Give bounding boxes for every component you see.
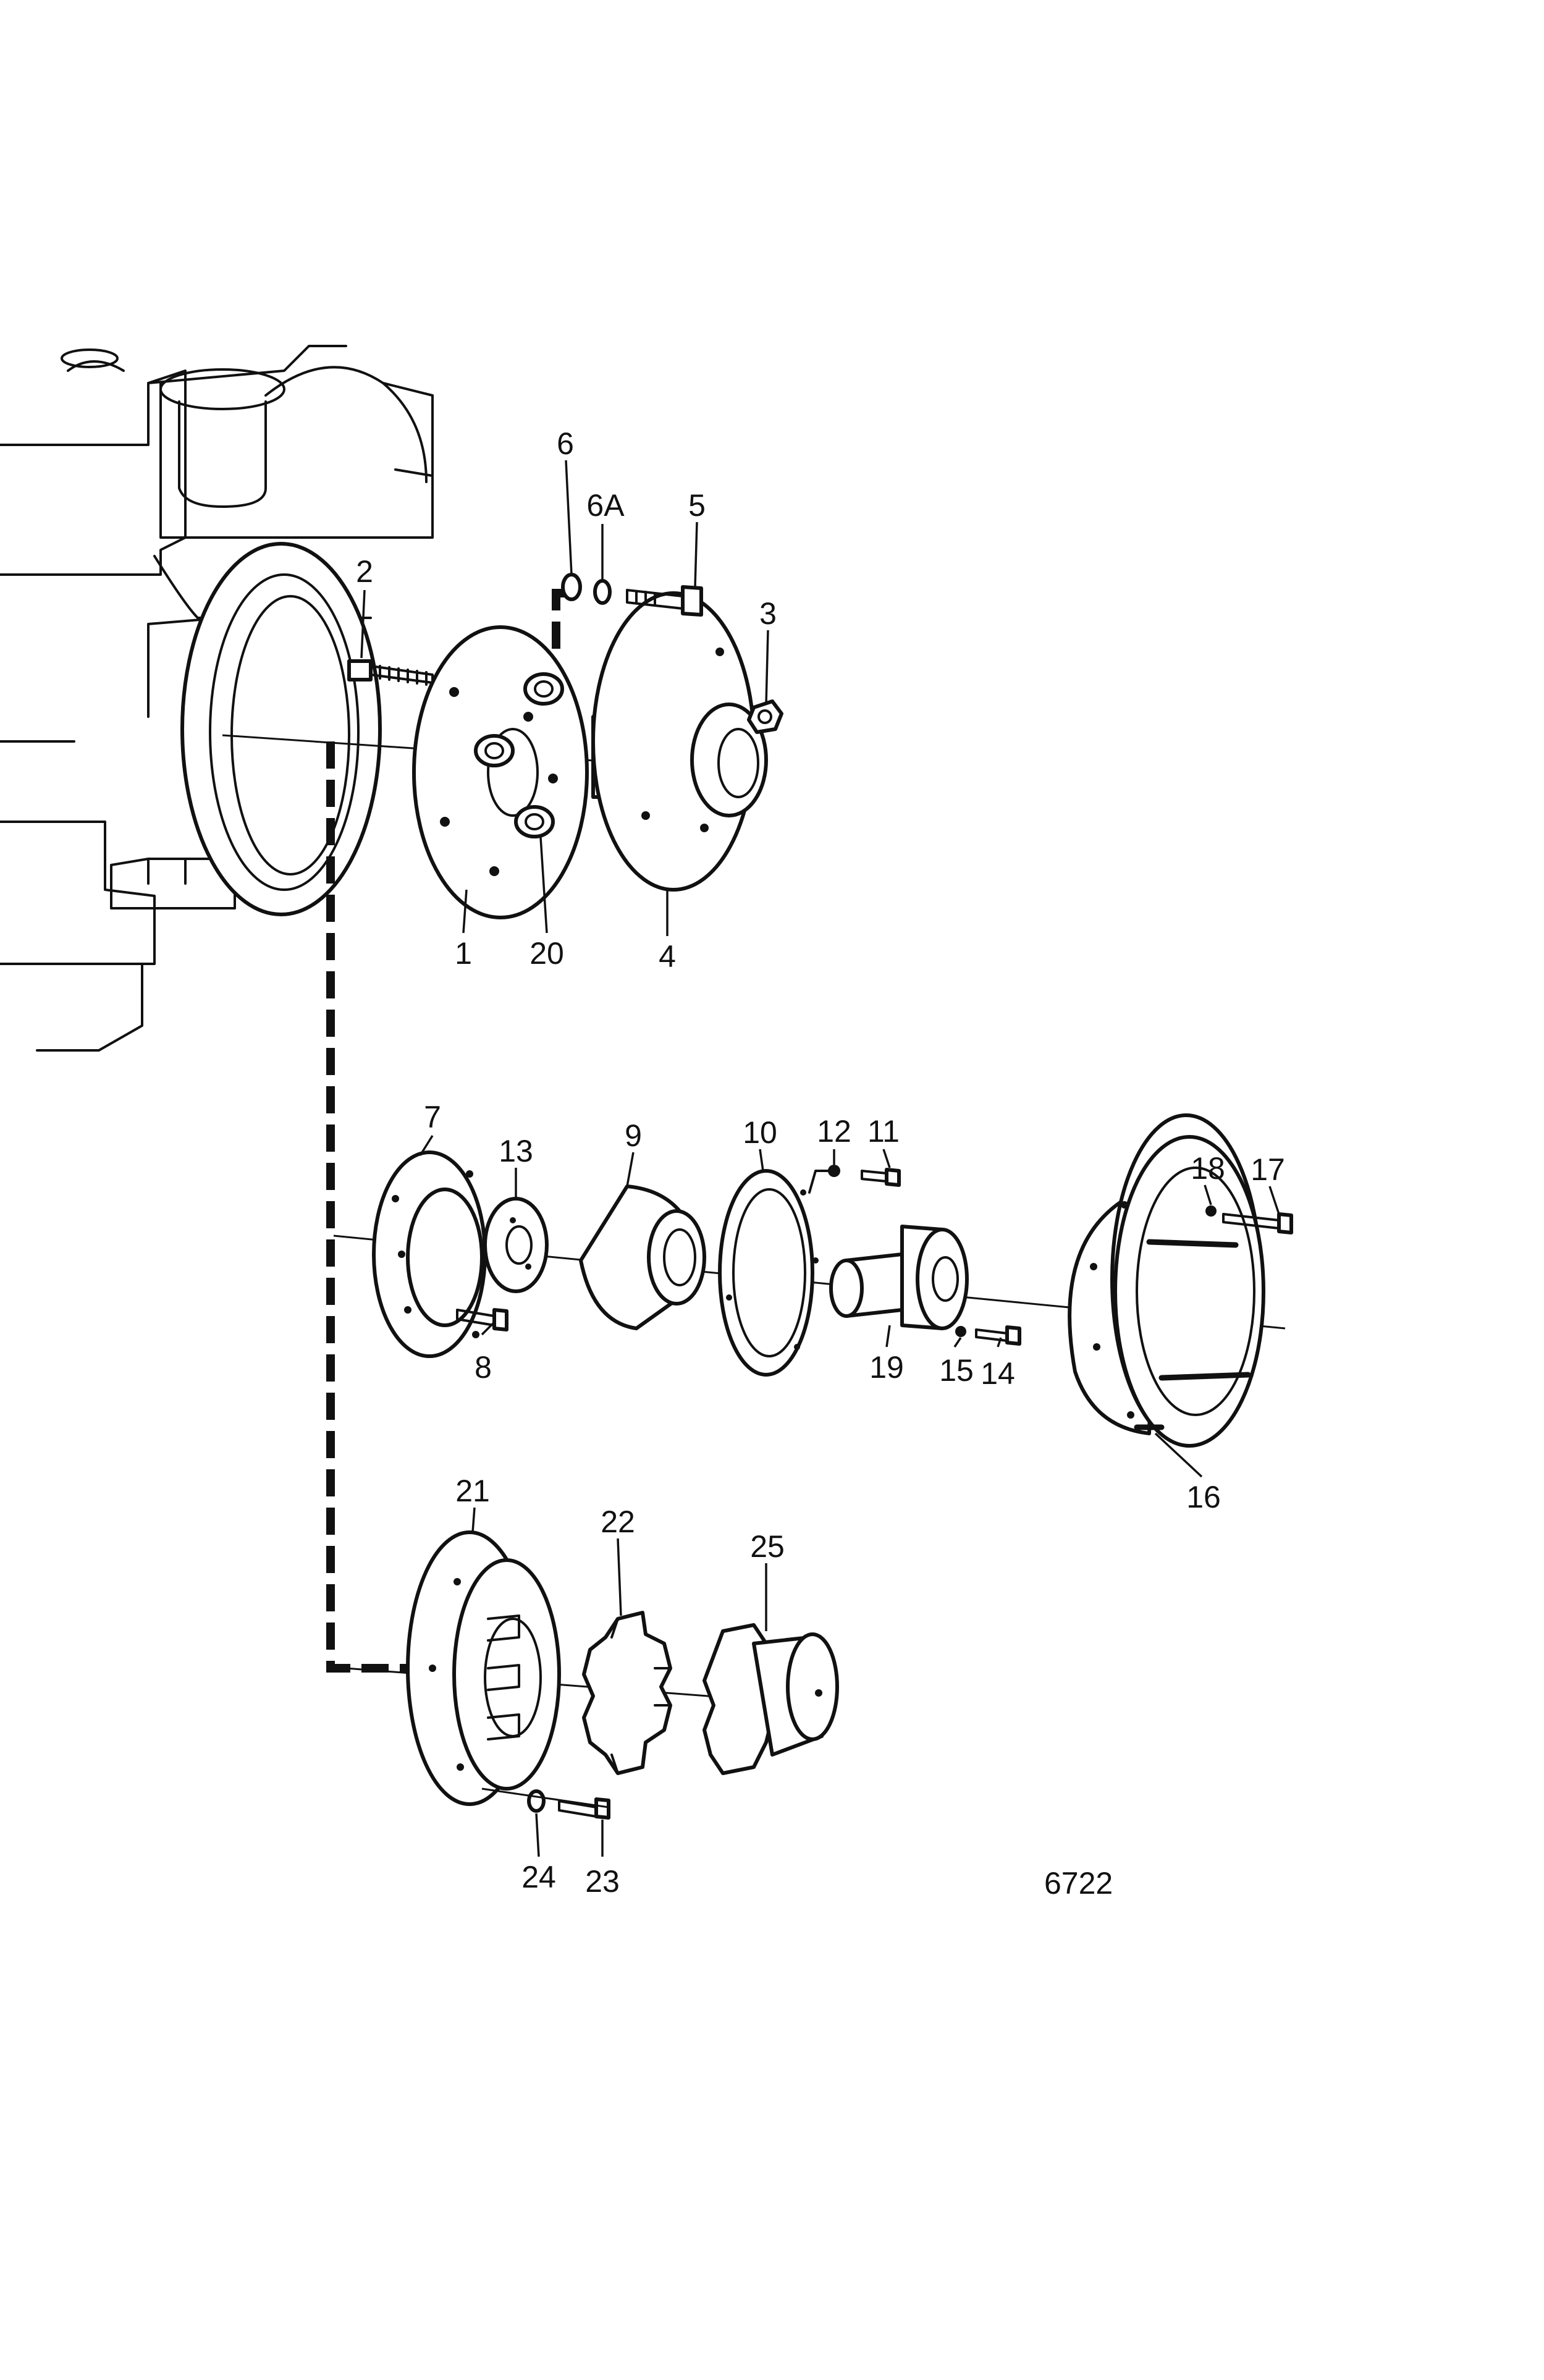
stud xyxy=(347,659,434,686)
label-1: 1 xyxy=(455,936,472,971)
bolt-14 xyxy=(975,1325,1021,1346)
label-15: 15 xyxy=(939,1353,974,1388)
bolt-17 xyxy=(1222,1212,1293,1234)
label-2: 2 xyxy=(356,554,373,589)
coupling-hub-19 xyxy=(829,1225,969,1330)
adapter-ring-7 xyxy=(372,1150,487,1358)
label-20: 20 xyxy=(529,936,564,971)
elastic-spider-22 xyxy=(582,1611,672,1775)
part-labels: 6 6A 5 3 2 1 20 4 7 13 9 10 12 11 8 19 1… xyxy=(356,426,1285,1899)
bolt-11 xyxy=(861,1168,901,1187)
bolt-5 xyxy=(626,585,703,617)
washer-12 xyxy=(828,1165,840,1177)
label-6: 6 xyxy=(557,426,574,461)
washer-18 xyxy=(1205,1205,1217,1217)
label-11: 11 xyxy=(867,1114,900,1149)
label-7: 7 xyxy=(424,1100,441,1134)
hub-disc xyxy=(591,591,768,892)
nut xyxy=(747,699,783,734)
label-6a: 6A xyxy=(586,488,625,523)
spigot-pins xyxy=(474,672,564,838)
label-17: 17 xyxy=(1251,1152,1285,1187)
flange-ring-10 xyxy=(718,1169,819,1377)
washer-15 xyxy=(955,1326,966,1337)
label-5: 5 xyxy=(688,488,706,523)
label-25: 25 xyxy=(750,1529,785,1564)
flywheel-housing xyxy=(180,542,382,916)
bolt-23 xyxy=(558,1797,610,1820)
coupling-flange-21 xyxy=(406,1530,561,1806)
bolt-23-axis xyxy=(481,1787,609,1808)
label-18: 18 xyxy=(1191,1151,1225,1186)
label-3: 3 xyxy=(759,596,777,631)
bolt-11-leader xyxy=(808,1170,829,1194)
figure-number: 6722 xyxy=(1044,1866,1113,1901)
label-4: 4 xyxy=(659,939,676,974)
label-16: 16 xyxy=(1186,1480,1221,1514)
bell-housing-16 xyxy=(1068,1113,1265,1448)
label-10: 10 xyxy=(743,1115,777,1150)
label-8: 8 xyxy=(475,1350,492,1385)
disc-13 xyxy=(483,1197,549,1293)
dashed-assembly-lines xyxy=(326,589,572,1673)
label-24: 24 xyxy=(521,1860,556,1894)
lock-washer-6a xyxy=(593,579,612,605)
label-13: 13 xyxy=(499,1134,533,1168)
engine-block xyxy=(0,345,434,1052)
washer-24 xyxy=(527,1789,546,1813)
label-14: 14 xyxy=(981,1356,1015,1391)
flange-plate xyxy=(412,625,589,919)
label-21: 21 xyxy=(455,1474,490,1508)
label-9: 9 xyxy=(625,1118,642,1153)
leader-lines xyxy=(360,460,1280,1857)
label-12: 12 xyxy=(817,1114,851,1149)
label-19: 19 xyxy=(869,1350,904,1385)
label-22: 22 xyxy=(601,1504,635,1539)
label-23: 23 xyxy=(585,1864,620,1899)
washer-6 xyxy=(561,573,582,601)
coupling-hub-25 xyxy=(702,1623,839,1775)
cone-9 xyxy=(579,1184,706,1330)
